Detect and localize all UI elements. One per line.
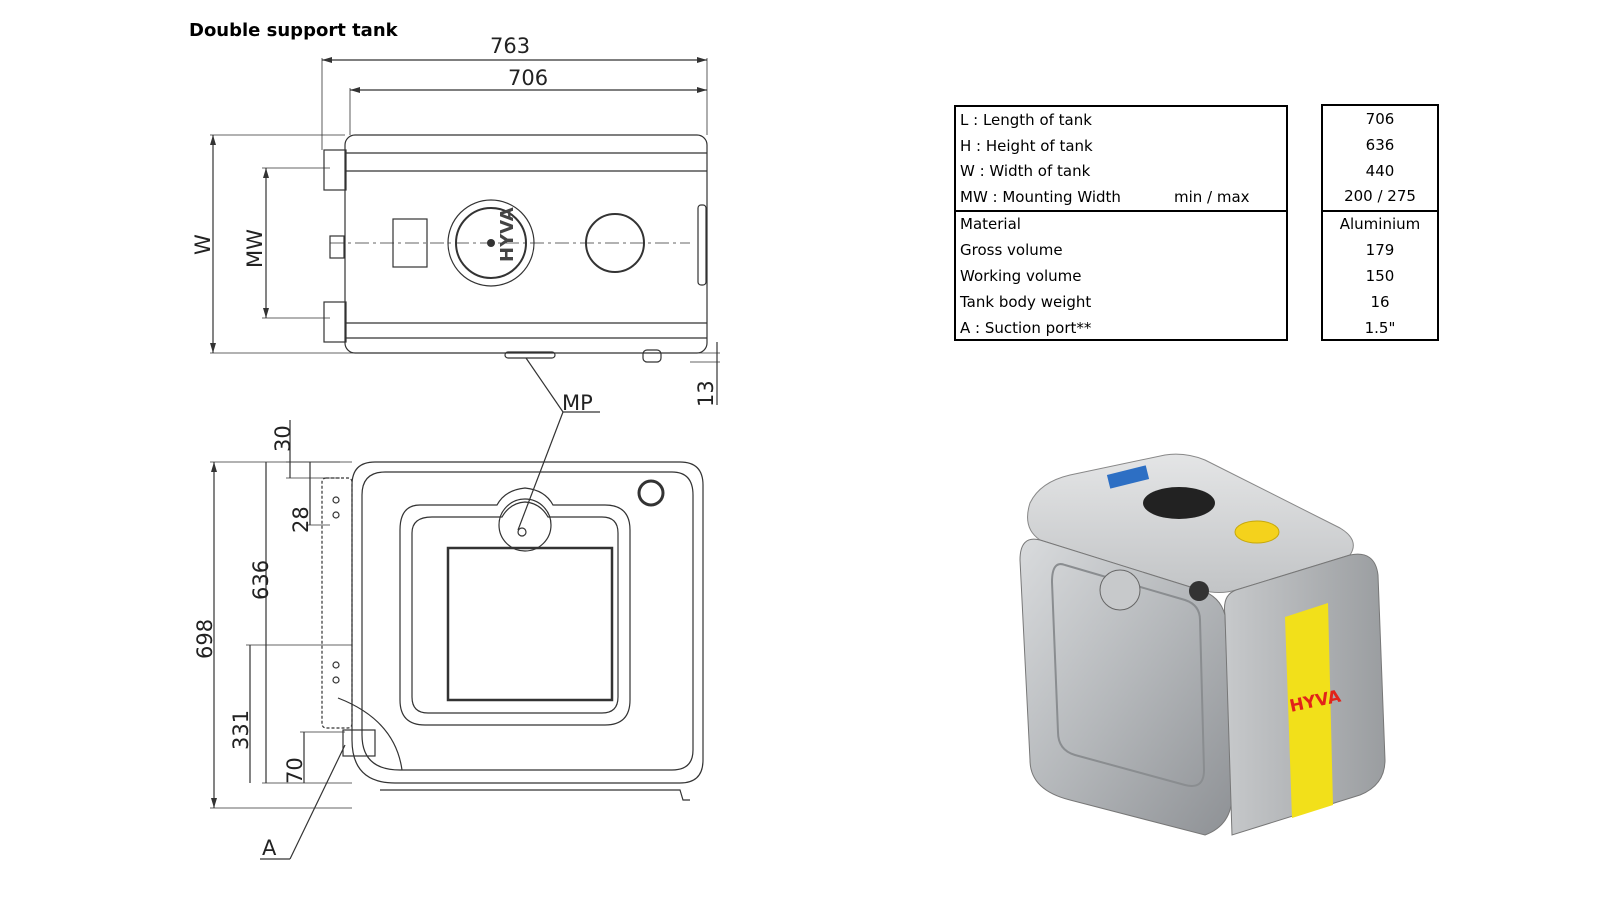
tank-front-panel — [1050, 563, 1206, 787]
spec-value-suction-port: 1.5" — [1364, 319, 1396, 337]
top-support-bracket — [323, 149, 347, 191]
spec-label-length: L : Length of tank — [960, 111, 1092, 129]
spec-value-mounting-width: 200 / 275 — [1344, 187, 1416, 205]
spec-label-material: Material — [960, 215, 1021, 233]
spec-label-width: W : Width of tank — [960, 162, 1091, 180]
dim-MP-label: MP — [562, 391, 593, 415]
spec-label-table: L : Length of tank H : Height of tank W … — [954, 105, 1288, 341]
spec-value-height: 636 — [1365, 136, 1395, 154]
tank-front-face — [1019, 538, 1233, 836]
spec-value-length: 706 — [1365, 110, 1395, 128]
spec-value-working-volume: 150 — [1365, 267, 1395, 285]
dim-763-label: 763 — [490, 34, 530, 58]
dim-30-label: 30 — [271, 425, 295, 452]
tank-yellow-cap — [1234, 520, 1280, 544]
spec-value-gross-volume: 179 — [1365, 241, 1395, 259]
spec-label-height: H : Height of tank — [960, 137, 1093, 155]
tank-blue-label — [1106, 465, 1150, 489]
dim-70-label: 70 — [283, 757, 307, 784]
dim-331-label: 331 — [229, 710, 253, 750]
spec-value-table: 706 636 440 200 / 275 Aluminium 179 150 … — [1321, 104, 1439, 341]
lid-logo-text: HYVA — [497, 207, 518, 262]
dim-A-label: A — [262, 836, 277, 860]
tank-breather-port — [1099, 569, 1141, 611]
spec-label-working-volume: Working volume — [960, 267, 1082, 285]
spec-divider — [956, 210, 1286, 212]
dim-636-label: 636 — [249, 560, 273, 600]
dim-698-label: 698 — [193, 619, 217, 659]
tank-gauge — [1189, 581, 1209, 601]
spec-label-suction-port: A : Suction port** — [960, 319, 1092, 337]
spec-value-divider — [1323, 210, 1437, 212]
spec-label-weight: Tank body weight — [960, 293, 1092, 311]
page-title: Double support tank — [189, 20, 398, 41]
dim-706-label: 706 — [508, 66, 548, 90]
dim-MW-label: MW — [243, 229, 267, 268]
bottom-support-bracket — [323, 301, 347, 343]
spec-minmax-note: min / max — [1174, 188, 1250, 206]
tank-lid — [1143, 487, 1215, 519]
spec-value-weight: 16 — [1370, 293, 1390, 311]
spec-label-mounting-width: MW : Mounting Width — [960, 188, 1121, 206]
dim-28-label: 28 — [289, 506, 313, 533]
spec-label-gross-volume: Gross volume — [960, 241, 1063, 259]
spec-value-material: Aluminium — [1339, 215, 1421, 233]
dim-13-label: 13 — [694, 380, 718, 407]
spec-value-width: 440 — [1365, 162, 1395, 180]
dim-W-label: W — [191, 234, 215, 255]
tank-yellow-stripe — [1285, 603, 1333, 818]
side-view-tank-outline — [351, 461, 704, 784]
